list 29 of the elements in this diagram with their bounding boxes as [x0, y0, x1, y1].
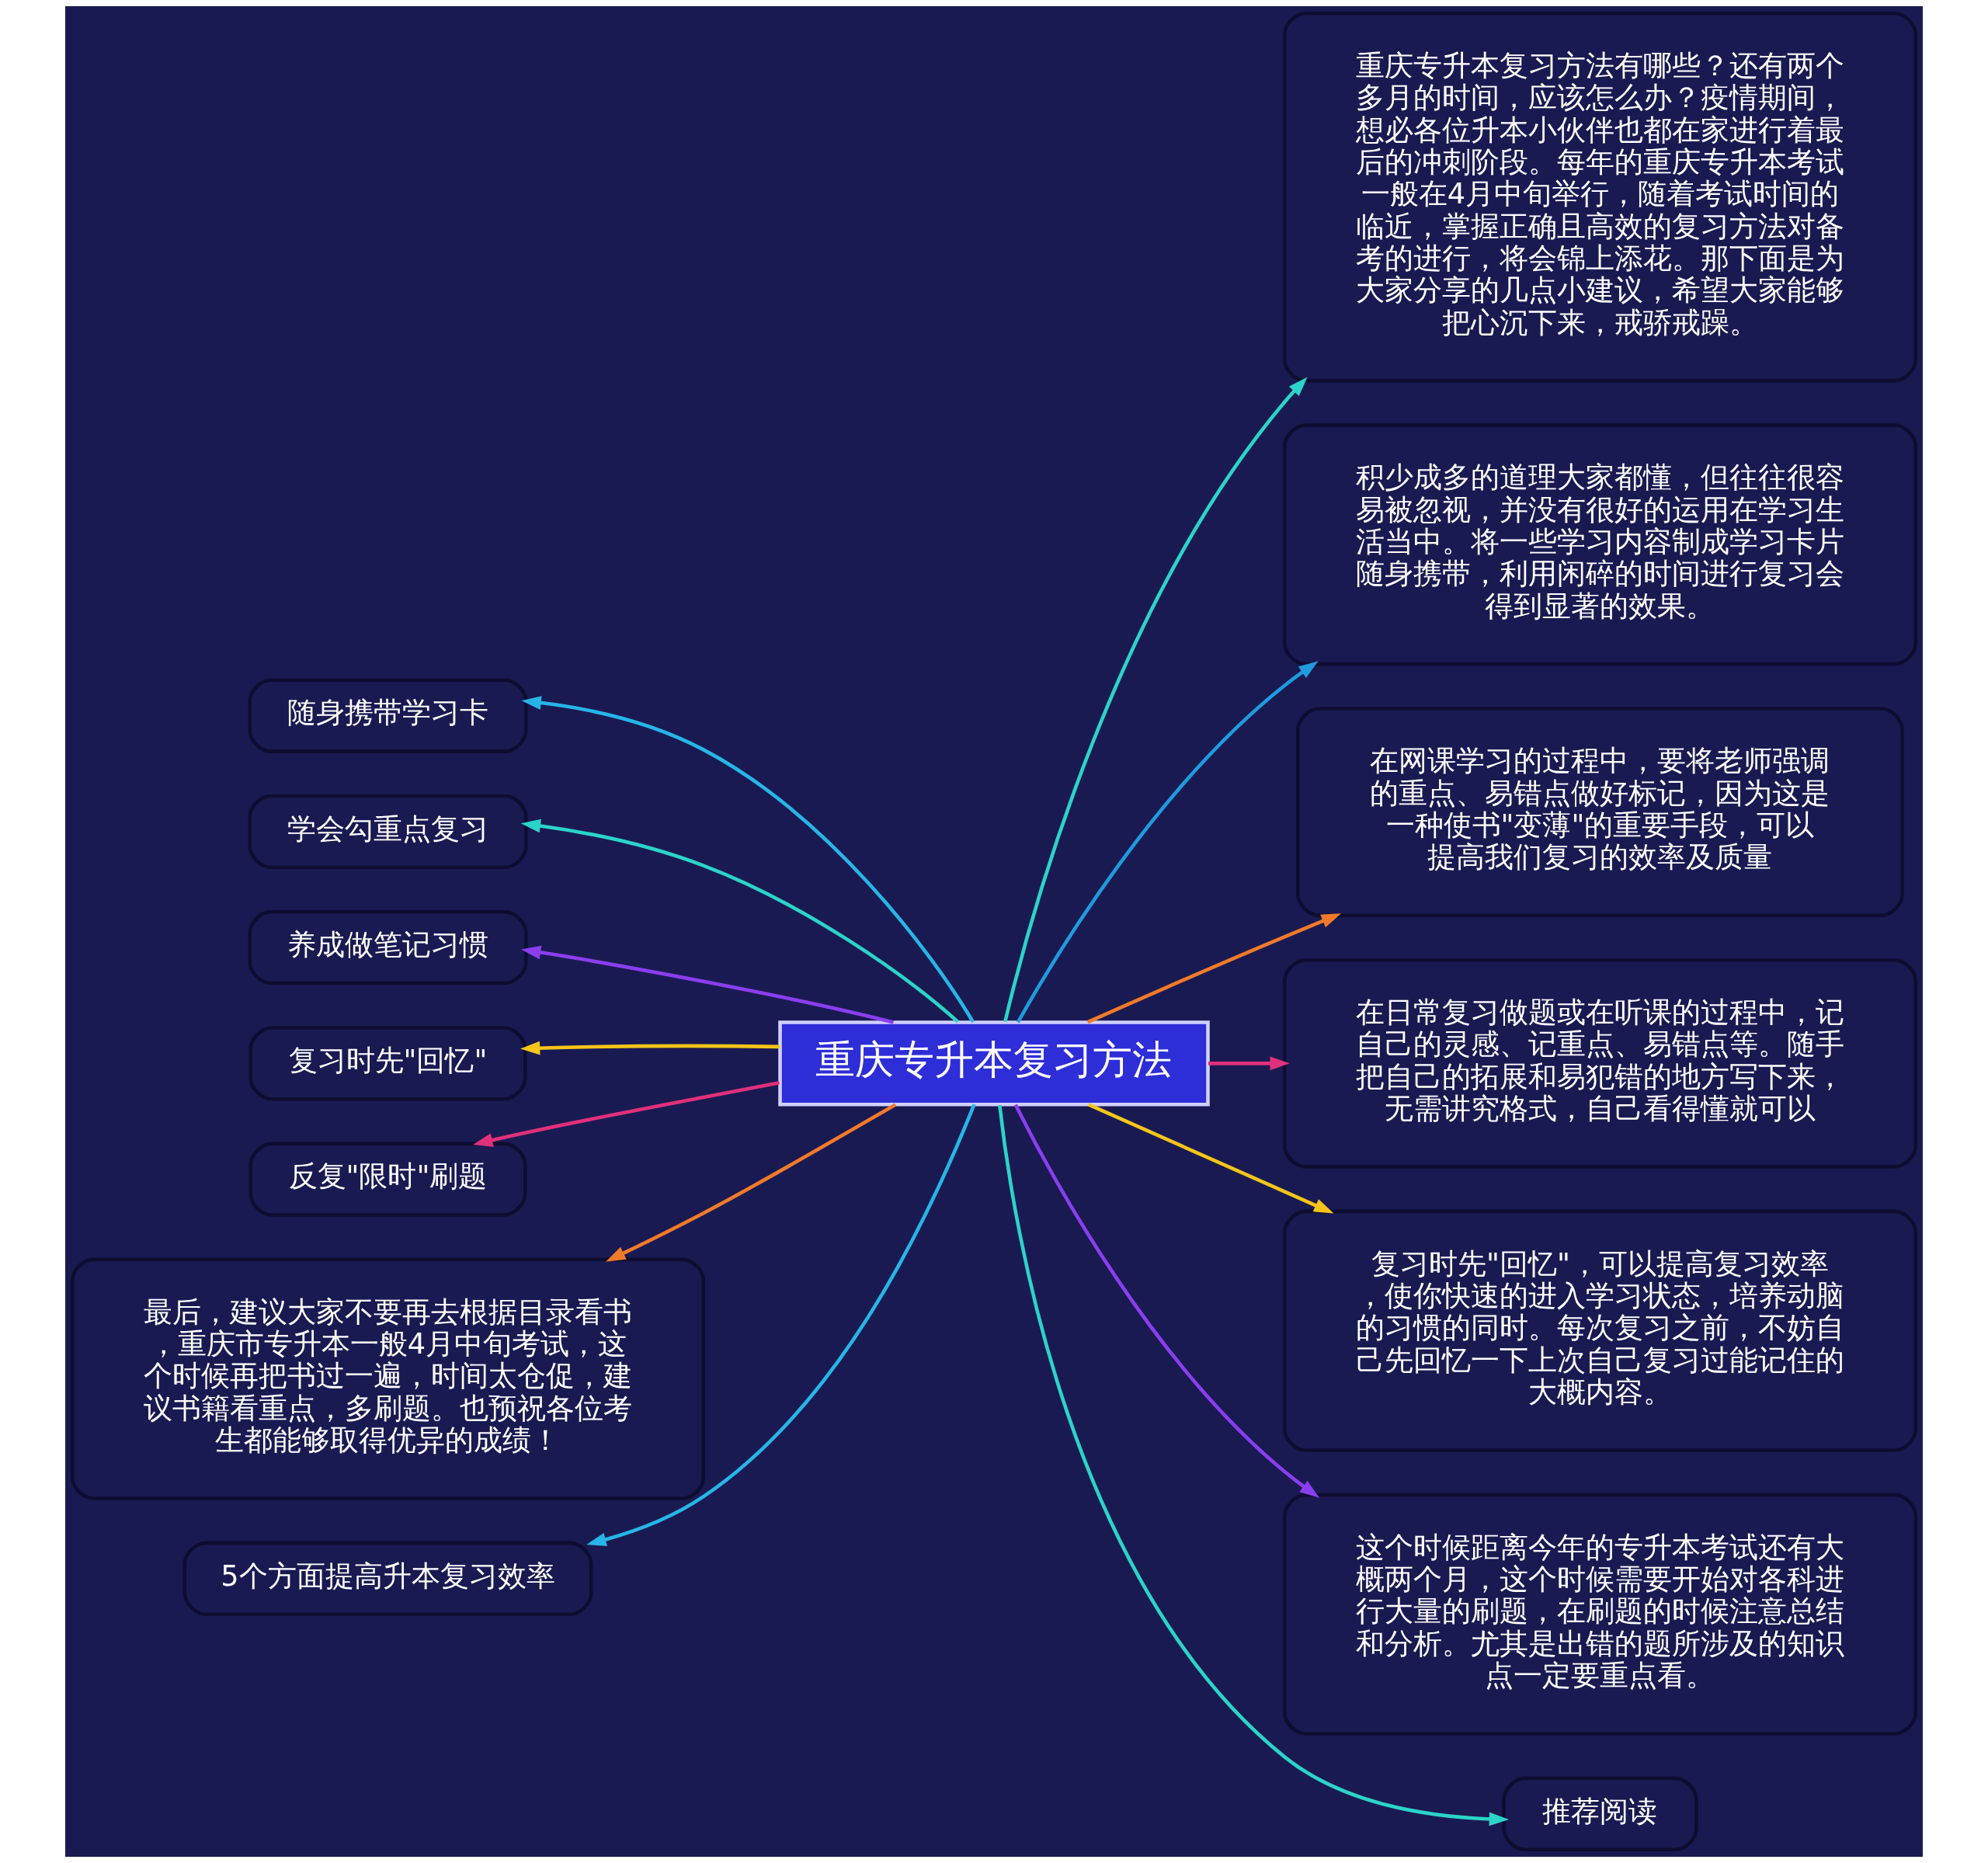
node-box: 推荐阅读: [1502, 1776, 1698, 1852]
arrow: [998, 1104, 1510, 1827]
node-box: 复习时先"回忆": [248, 1026, 527, 1101]
arrow: [606, 1103, 897, 1262]
node-box: 在网课学习的过程中，要将老师强调的重点、易错点做好标记，因为这是一种使书"变薄"的重要手段，可以提高我们复习的效率及质量: [1296, 707, 1904, 918]
node-box: 养成做笔记习惯: [248, 909, 528, 985]
node-box: 这个时候距离今年的专升本考试还有大概两个月，这个时候需要开始对各科进行大量的刷题，在刷题的时候注意总结和分析。尤其是出错的题所涉及的知识点一定要重点看。: [1282, 1493, 1918, 1736]
arrow: [521, 696, 975, 1024]
node-box: 积少成多的道理大家都懂，但往往很容易被忽视，并没有很好的运用在学习生活当中。将一些学习内容制成学习卡片随身携带，利用闲碎的时间进行复习会得到显著的效果。: [1282, 423, 1918, 666]
node-box: 重庆专升本复习方法: [778, 1020, 1210, 1107]
node-box: 重庆专升本复习方法有哪些？还有两个多月的时间，应该怎么办？疫情期间，想必各位升本小伙伴也都在家进行着最后的冲刺阶段。每年的重庆专升本考试一般在4月中旬举行，随着考试时间的临近，掌握正确且高效的复习方法对备考的进行，将会锦上添花。那下面是为大家分享的几点小建议，希望大家能够把心沉下来，戒骄戒躁。: [1282, 11, 1918, 383]
arrow: [586, 1104, 976, 1547]
arrow: [1016, 661, 1319, 1024]
node-box: 随身携带学习卡: [248, 678, 528, 753]
node-box: 学会勾重点复习: [248, 794, 528, 870]
arrow: [1087, 1103, 1334, 1214]
arrow: [1208, 1056, 1290, 1071]
arrow: [1086, 913, 1341, 1024]
node-box: 最后，建议大家不要再去根据目录看书，重庆市专升本一般4月中旬考试，这个时候再把书过一遍，时间太仓促，建议书籍看重点，多刷题。也预祝各位考生都能够取得优异的成绩！: [70, 1257, 706, 1500]
node-box: 反复"限时"刷题: [248, 1142, 527, 1217]
arrow: [520, 1041, 780, 1055]
arrow: [473, 1080, 780, 1147]
arrow: [1013, 1104, 1320, 1498]
node-box: 5个方面提高升本复习效率: [182, 1541, 593, 1616]
node-box: 复习时先"回忆"，可以提高复习效率，使你快速的进入学习状态，培养动脑的习惯的同时。每次复习之前，不妨自己先回忆一下上次自己复习过能记住的大概内容。: [1282, 1209, 1918, 1452]
arrow: [521, 945, 894, 1024]
arrow: [1003, 377, 1308, 1023]
arrow: [520, 819, 960, 1024]
node-box: 在日常复习做题或在听课的过程中，记自己的灵感、记重点、易错点等。随手把自己的拓展和易犯错的地方写下来，无需讲究格式，自己看得懂就可以: [1282, 958, 1918, 1169]
